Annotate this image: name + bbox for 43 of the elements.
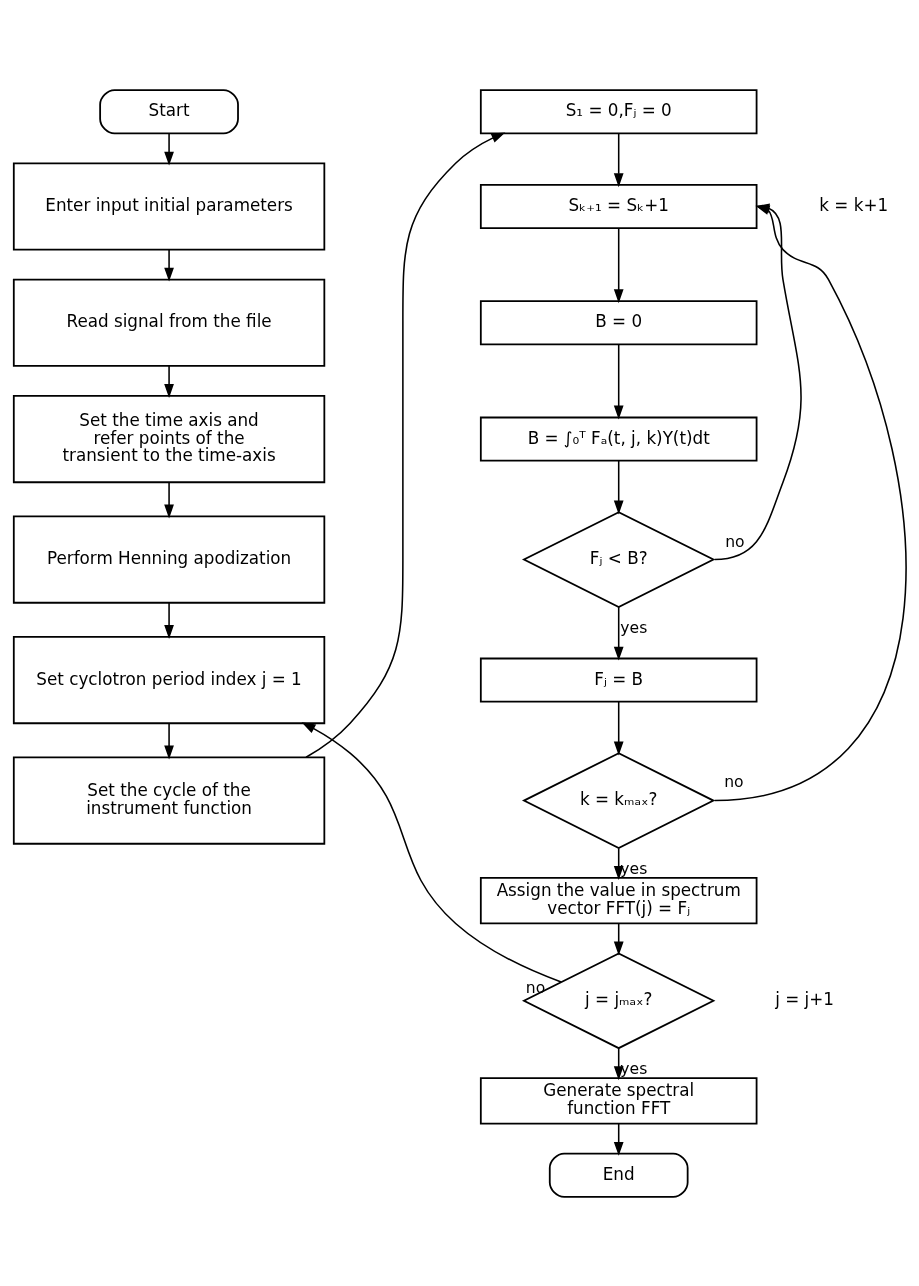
arrow <box>613 700 624 755</box>
arrow <box>163 601 174 639</box>
node-box: Perform Henning apodization <box>12 515 325 604</box>
node-box: B = ∫₀ᵀ Fₐ(t, j, k)Y(t)dt <box>479 416 757 462</box>
edge-label: yes <box>619 618 647 637</box>
arrow <box>163 364 174 398</box>
node-box: Set cyclotron period index j = 1 <box>12 635 325 724</box>
edge-label: no <box>525 978 545 997</box>
arrow <box>613 132 624 187</box>
arrow <box>163 248 174 282</box>
arrow <box>304 131 505 758</box>
edge-label: yes <box>619 859 647 878</box>
arrow <box>613 605 624 661</box>
node-box: Enter input initial parameters <box>12 161 325 250</box>
edge-label: no <box>724 532 745 551</box>
node-box: Fⱼ = B <box>479 657 757 703</box>
node-box: Set the cycle of the instrument function <box>12 756 325 845</box>
node-box: Start <box>98 88 239 134</box>
arrow <box>613 343 624 419</box>
arrow <box>613 227 624 303</box>
node-diamond: k = kₘₐₓ? <box>521 751 715 849</box>
arrow <box>613 1122 624 1156</box>
node-box: S₁ = 0,Fⱼ = 0 <box>479 88 757 134</box>
node-diamond: Fⱼ < B? <box>521 510 715 608</box>
node-box: Set the time axis and refer points of the transient to the time-axis <box>12 394 325 483</box>
arrow <box>163 480 174 518</box>
arrow <box>163 132 174 166</box>
arrow <box>163 721 174 759</box>
node-box: B = 0 <box>479 299 757 345</box>
node-box: Generate spectral function FFT <box>479 1076 757 1125</box>
node-box: Assign the value in spectrum vector FFT(j) = Fⱼ <box>479 876 757 924</box>
node-box: End <box>548 1152 689 1198</box>
arrow <box>613 1047 624 1080</box>
label: k = k+1 <box>818 194 888 215</box>
node-box: Read signal from the file <box>12 278 325 367</box>
label: j = j+1 <box>774 988 834 1009</box>
edge-label: no <box>723 772 744 791</box>
edge-label: yes <box>619 1059 647 1078</box>
arrow <box>613 459 624 514</box>
arrow <box>301 721 562 983</box>
arrow <box>613 922 624 956</box>
node-box: Sₖ₊₁ = Sₖ+1 <box>479 183 757 229</box>
arrow <box>613 847 624 880</box>
